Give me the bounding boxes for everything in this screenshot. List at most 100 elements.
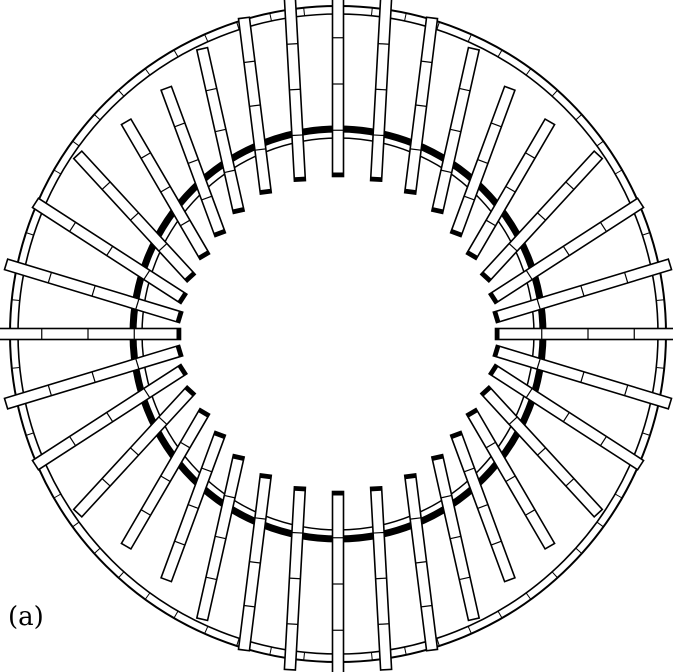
radial-bar-cap	[404, 188, 417, 195]
outer-ring-tick	[370, 7, 373, 16]
radial-bar	[160, 85, 227, 238]
radial-bar	[31, 363, 188, 471]
radial-bar	[479, 385, 604, 518]
radial-bar-divider	[536, 358, 541, 370]
outer-ring-tick	[551, 89, 558, 97]
radial-bar-divider	[254, 148, 266, 151]
radial-bar-divider	[508, 416, 518, 425]
radial-bar-divider	[243, 60, 255, 64]
radial-bar-cap	[213, 229, 226, 237]
radial-bar	[449, 85, 516, 238]
outer-ring-tick	[236, 21, 240, 30]
radial-bar	[494, 327, 673, 341]
radial-bar	[237, 473, 273, 652]
radial-bar-cap	[175, 310, 183, 323]
radial-bar-divider	[174, 122, 186, 128]
panel-label: (a)	[8, 602, 44, 632]
radial-bar-divider	[505, 185, 516, 193]
outer-ring-tick	[575, 114, 583, 121]
radial-bar-cap	[466, 408, 478, 418]
radial-bar-cap	[198, 408, 210, 418]
radial-bar-cap	[404, 473, 417, 480]
radial-bar-divider	[243, 604, 255, 608]
radial-bar-divider	[205, 87, 217, 92]
radial-bar-divider	[378, 43, 390, 45]
radial-bar-divider	[140, 152, 151, 159]
radial-bar-cap	[259, 188, 272, 195]
radial-bar-cap	[466, 250, 478, 260]
radial-bar-divider	[135, 298, 140, 310]
radial-bar-cap	[213, 431, 226, 439]
radial-bar-divider	[143, 269, 151, 280]
outer-ring-tick	[575, 547, 583, 554]
radial-bar-divider	[415, 104, 427, 107]
radial-bar-divider	[180, 441, 191, 449]
radial-bar-cap	[489, 292, 499, 304]
radial-bar-divider	[249, 104, 261, 107]
radial-bar	[449, 430, 516, 583]
radial-bar-divider	[440, 169, 452, 174]
outer-ring-tick	[173, 49, 179, 58]
outer-ring-tick	[144, 68, 151, 76]
radial-bar	[3, 344, 184, 410]
radial-bar-divider	[224, 169, 236, 174]
outer-ring-tick	[497, 49, 503, 58]
radial-bar	[430, 453, 481, 622]
radial-bar	[369, 485, 393, 671]
radial-bar-divider	[289, 88, 301, 91]
radial-bar-divider	[158, 416, 168, 425]
radial-bar	[430, 46, 481, 215]
radial-bar	[283, 485, 307, 671]
radial-bar-divider	[291, 134, 303, 137]
radial-bar-divider	[421, 604, 433, 608]
radial-bar-cap	[177, 292, 187, 304]
outer-ring-tick	[144, 592, 151, 600]
radial-bar	[331, 0, 345, 178]
radial-bar-cap	[198, 250, 210, 260]
radial-bar-divider	[69, 221, 77, 232]
outer-ring-tick	[525, 68, 532, 76]
radial-bar-divider	[375, 577, 387, 580]
radial-bar-divider	[249, 561, 261, 564]
radial-bar-divider	[477, 504, 489, 509]
radial-bar-divider	[410, 148, 422, 151]
radial-bar-divider	[140, 509, 151, 516]
radial-bar-divider	[254, 517, 266, 520]
outer-ring-tick	[118, 571, 125, 579]
radial-bar	[331, 490, 345, 672]
radial-bar	[488, 197, 645, 305]
radial-bar-divider	[477, 159, 489, 164]
radial-bar-divider	[508, 243, 518, 252]
radial-bar-divider	[410, 517, 422, 520]
outer-ring-tick	[525, 592, 532, 600]
radial-bar-cap	[495, 328, 500, 340]
radial-bar-divider	[537, 447, 546, 456]
radial-bar-divider	[160, 475, 171, 483]
outer-ring-tick	[656, 366, 665, 369]
radial-bar-cap	[431, 207, 444, 214]
radial-bar-cap	[493, 310, 501, 323]
radial-bar-divider	[215, 128, 226, 133]
radial-bar-cap	[431, 454, 444, 461]
radial-bar-cap	[332, 491, 344, 496]
radial-bar	[369, 0, 393, 183]
outer-ring-tick	[204, 34, 209, 42]
radial-bar-cap	[176, 328, 181, 340]
radial-bar-cap	[232, 454, 245, 461]
outer-ring-tick	[53, 493, 62, 499]
radial-bar-divider	[525, 388, 533, 399]
outer-ring-tick	[614, 493, 623, 499]
radial-bar-divider	[490, 540, 502, 546]
radial-bar-divider	[463, 467, 475, 473]
radial-bar-cap	[370, 176, 382, 182]
radial-bar	[31, 197, 188, 305]
outer-ring-tick	[269, 13, 272, 22]
radial-bar-cap	[175, 345, 183, 358]
radial-bar-body	[283, 0, 307, 183]
outer-ring-tick	[642, 232, 651, 236]
outer-ring-tick	[614, 169, 623, 175]
radial-bar-cap	[294, 176, 306, 182]
radial-bar-cap	[493, 345, 501, 358]
radial-bar-cap	[184, 386, 196, 397]
radial-bar-divider	[289, 577, 301, 580]
